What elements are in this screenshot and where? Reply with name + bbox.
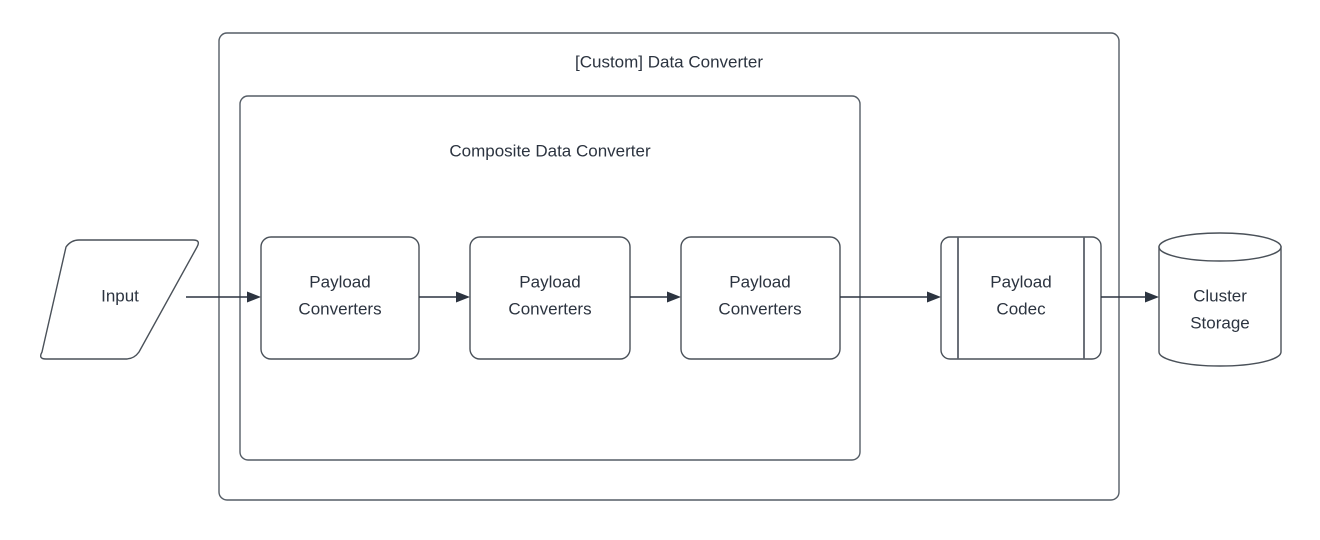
node-payload-converters-3[interactable] — [680, 236, 841, 360]
arrowhead-payload-codec-to-cluster-storage — [1145, 291, 1159, 303]
arrowhead-converter-1-to-converter-2 — [456, 291, 470, 303]
arrowhead-input-to-converter-1 — [247, 291, 261, 303]
node-payload-converters-1-label-line2: Converters — [298, 299, 381, 318]
container-custom-data-converter-label: [Custom] Data Converter — [575, 52, 763, 71]
node-payload-codec-label-line2: Codec — [996, 299, 1046, 318]
node-input[interactable] — [39, 239, 200, 360]
node-input-label: Input — [101, 286, 139, 305]
node-cluster-storage-top — [1158, 232, 1282, 262]
arrowhead-converter-3-to-payload-codec — [927, 291, 941, 303]
node-payload-converters-2-label-line1: Payload — [519, 272, 580, 291]
node-payload-converters-2-label-line2: Converters — [508, 299, 591, 318]
node-cluster-storage-label-line1: Cluster — [1193, 286, 1247, 305]
node-payload-codec[interactable] — [940, 236, 1102, 360]
node-payload-converters-1-label-line1: Payload — [309, 272, 370, 291]
node-payload-codec-label-line1: Payload — [990, 272, 1051, 291]
node-payload-converters-3-label-line1: Payload — [729, 272, 790, 291]
container-composite-data-converter-label: Composite Data Converter — [449, 141, 651, 160]
node-payload-converters-2[interactable] — [469, 236, 631, 360]
node-payload-converters-1[interactable] — [260, 236, 420, 360]
container-composite-data-converter[interactable] — [239, 95, 861, 461]
container-custom-data-converter[interactable] — [218, 32, 1120, 501]
node-cluster-storage-label-line2: Storage — [1190, 313, 1250, 332]
arrowhead-converter-2-to-converter-3 — [667, 291, 681, 303]
node-payload-converters-3-label-line2: Converters — [718, 299, 801, 318]
node-cluster-storage-body[interactable] — [1158, 246, 1282, 367]
